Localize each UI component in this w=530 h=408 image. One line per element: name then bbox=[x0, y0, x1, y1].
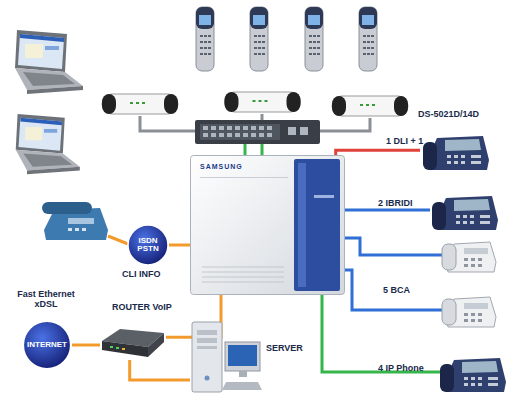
router-device-drawing bbox=[100, 325, 166, 360]
cable-connector bbox=[169, 244, 190, 247]
internet-circle: Fast Ethernet xDSLINTERNET bbox=[22, 320, 72, 370]
port-label: 4 IP Phone bbox=[378, 364, 424, 374]
model-label: DS-5021D/14D bbox=[418, 110, 479, 120]
network-circle: ISDN PSTN bbox=[127, 224, 169, 266]
brand-label: SAMSUNG bbox=[200, 163, 243, 171]
port-label: 5 BCA bbox=[383, 286, 410, 296]
digital-phone-drawing bbox=[420, 130, 492, 172]
router-device: ROUTER VoIP bbox=[100, 325, 166, 360]
digital-phone: DS-5021D/14D bbox=[420, 130, 492, 172]
server-computer-drawing bbox=[190, 320, 262, 395]
server-computer: SERVER bbox=[190, 320, 262, 395]
server-label: SERVER bbox=[266, 344, 303, 354]
line-label: CLI INFO bbox=[122, 270, 161, 280]
cable-connector bbox=[336, 150, 420, 155]
pbx-unit-drawing bbox=[190, 155, 345, 295]
cable-connector bbox=[130, 360, 190, 380]
line-label: 1 DLI + 1 bbox=[386, 137, 423, 147]
pbx-unit: SAMSUNG bbox=[190, 155, 345, 295]
cable-connector bbox=[72, 344, 100, 347]
connection-label: Fast Ethernet xDSL bbox=[6, 290, 86, 310]
network-label: ISDN PSTN bbox=[127, 224, 169, 266]
internet-label: INTERNET bbox=[22, 320, 72, 370]
router-label: ROUTER VoIP bbox=[112, 303, 172, 313]
port-label: 2 IBRIDI bbox=[378, 199, 413, 209]
